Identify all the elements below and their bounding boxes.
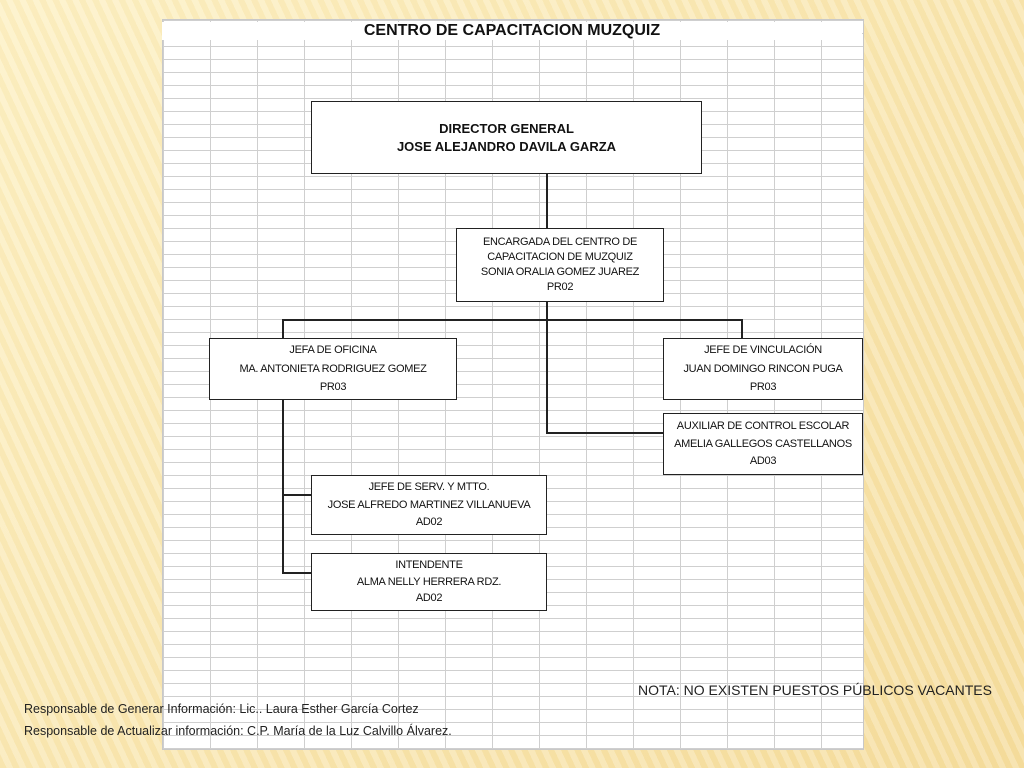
responsible-generate: Responsable de Generar Información: Lic.…: [24, 702, 419, 716]
jefe-vinculacion-name: JUAN DOMINGO RINCON PUGA: [683, 362, 843, 375]
jefe-vinculacion-code: PR03: [749, 381, 777, 394]
jefe-serv-box: JEFE DE SERV. Y MTTO. JOSE ALFREDO MARTI…: [311, 475, 547, 535]
director-general-box: DIRECTOR GENERAL JOSE ALEJANDRO DAVILA G…: [311, 101, 702, 174]
jefa-oficina-name: MA. ANTONIETA RODRIGUEZ GOMEZ: [239, 362, 427, 375]
jefe-vinculacion-box: JEFE DE VINCULACIÓN JUAN DOMINGO RINCON …: [663, 338, 863, 400]
intendente-name: ALMA NELLY HERRERA RDZ.: [356, 575, 502, 588]
connector-to-jefe-vinculacion: [741, 319, 743, 339]
encargada-title-1: ENCARGADA DEL CENTRO DE: [482, 236, 638, 249]
vacancy-note: NOTA: NO EXISTEN PUESTOS PÚBLICOS VACANT…: [638, 682, 992, 698]
intendente-title: INTENDENTE: [395, 558, 463, 571]
connector-jefa-down: [282, 399, 284, 573]
jefa-oficina-title: JEFA DE OFICINA: [289, 343, 377, 356]
connector-encargada-down: [546, 301, 548, 433]
intendente-code: AD02: [415, 592, 443, 605]
encargada-box: ENCARGADA DEL CENTRO DE CAPACITACION DE …: [456, 228, 664, 302]
auxiliar-title: AUXILIAR DE CONTROL ESCOLAR: [676, 419, 850, 432]
connector-to-auxiliar: [546, 432, 664, 434]
director-title: DIRECTOR GENERAL: [439, 120, 574, 136]
intendente-box: INTENDENTE ALMA NELLY HERRERA RDZ. AD02: [311, 553, 547, 611]
encargada-code: PR02: [546, 280, 574, 293]
jefe-serv-name: JOSE ALFREDO MARTINEZ VILLANUEVA: [327, 498, 531, 511]
jefe-serv-code: AD02: [415, 516, 443, 529]
chart-title: CENTRO DE CAPACITACION MUZQUIZ: [162, 22, 862, 40]
auxiliar-name: AMELIA GALLEGOS CASTELLANOS: [674, 437, 852, 450]
jefe-vinculacion-title: JEFE DE VINCULACIÓN: [704, 343, 822, 356]
encargada-name: SONIA ORALIA GOMEZ JUAREZ: [480, 266, 640, 278]
connector-director-encargada: [546, 173, 548, 229]
encargada-title-2: CAPACITACION DE MUZQUIZ: [487, 251, 633, 264]
connector-to-jefa-oficina: [282, 319, 284, 339]
jefa-oficina-box: JEFA DE OFICINA MA. ANTONIETA RODRIGUEZ …: [209, 338, 457, 400]
connector-to-intendente: [282, 572, 312, 574]
jefa-oficina-code: PR03: [319, 381, 347, 394]
connector-to-jefe-serv: [282, 494, 312, 496]
auxiliar-box: AUXILIAR DE CONTROL ESCOLAR AMELIA GALLE…: [663, 413, 863, 475]
auxiliar-code: AD03: [749, 455, 777, 468]
responsible-update: Responsable de Actualizar información: C…: [24, 724, 452, 738]
connector-horizontal-top: [282, 319, 742, 321]
jefe-serv-title: JEFE DE SERV. Y MTTO.: [368, 480, 490, 493]
director-name: JOSE ALEJANDRO DAVILA GARZA: [396, 138, 617, 154]
